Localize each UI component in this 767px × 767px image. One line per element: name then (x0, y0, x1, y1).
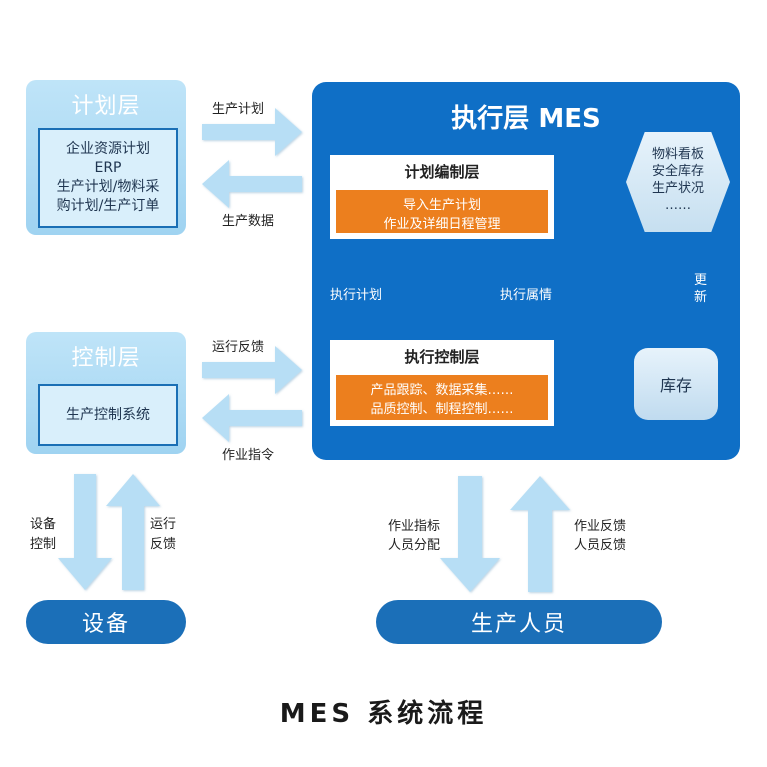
arrow-production-plan (202, 108, 302, 156)
label-work-index: 作业指标 人员分配 (388, 519, 441, 553)
equipment-label: 设备 (81, 612, 130, 637)
planning-layer: 计划层 企业资源计划 ERP 生产计划/物料采 购计划/生产订单 (26, 80, 186, 235)
personnel-label: 生产人员 (470, 612, 567, 637)
label-production-data: 生产数据 (222, 214, 275, 229)
kanban-hexagon (626, 132, 730, 232)
kanban-text: 物料看板 安全库存 生产状况 …… (651, 147, 704, 213)
arrow-work-order (202, 394, 302, 442)
arrow-equipment-control (58, 474, 112, 590)
control-card-title: 执行控制层 (404, 348, 480, 366)
label-work-order: 作业指令 (222, 448, 275, 463)
control-card: 执行控制层 产品跟踪、数据采集…… 品质控制、制程控制…… (330, 340, 554, 426)
plan-card-content: 导入生产计划 作业及详细日程管理 (336, 190, 548, 233)
control-layer: 控制层 生产控制系统 (26, 332, 186, 454)
plan-card: 计划编制层 导入生产计划 作业及详细日程管理 (330, 155, 554, 239)
inventory-box: 库存 (634, 348, 718, 420)
control-card-content: 产品跟踪、数据采集…… 品质控制、制程控制…… (336, 375, 548, 420)
label-production-plan: 生产计划 (212, 102, 265, 117)
arrow-run-feedback (202, 346, 302, 394)
arrow-work-feedback (510, 476, 570, 592)
inventory-label: 库存 (659, 376, 692, 395)
label-exec-status: 执行属情 (500, 288, 553, 303)
personnel-pill: 生产人员 (376, 600, 662, 644)
control-layer-content: 生产控制系统 (38, 384, 178, 446)
plan-card-title: 计划编制层 (404, 163, 480, 181)
label-equipment-control: 设备 控制 (30, 517, 57, 552)
label-run-feedback-vertical: 运行 反馈 (150, 517, 177, 552)
planning-layer-title: 计划层 (71, 94, 141, 119)
label-run-feedback: 运行反馈 (212, 340, 265, 355)
label-exec-plan: 执行计划 (330, 288, 383, 303)
control-layer-title: 控制层 (71, 346, 141, 371)
arrow-production-data (202, 160, 302, 208)
control-layer-text: 生产控制系统 (66, 406, 150, 423)
execution-layer-title: 执行层 MES (451, 104, 601, 134)
planning-layer-text: 企业资源计划 ERP 生产计划/物料采 购计划/生产订单 (56, 141, 160, 214)
arrow-equipment-feedback (106, 474, 160, 590)
planning-layer-content: 企业资源计划 ERP 生产计划/物料采 购计划/生产订单 (38, 128, 178, 228)
arrow-work-index (440, 476, 500, 592)
diagram-caption: MES 系统流程 (279, 699, 488, 729)
label-work-feedback: 作业反馈 人员反馈 (574, 519, 627, 553)
label-update: 更 新 (694, 273, 708, 305)
equipment-pill: 设备 (26, 600, 186, 644)
